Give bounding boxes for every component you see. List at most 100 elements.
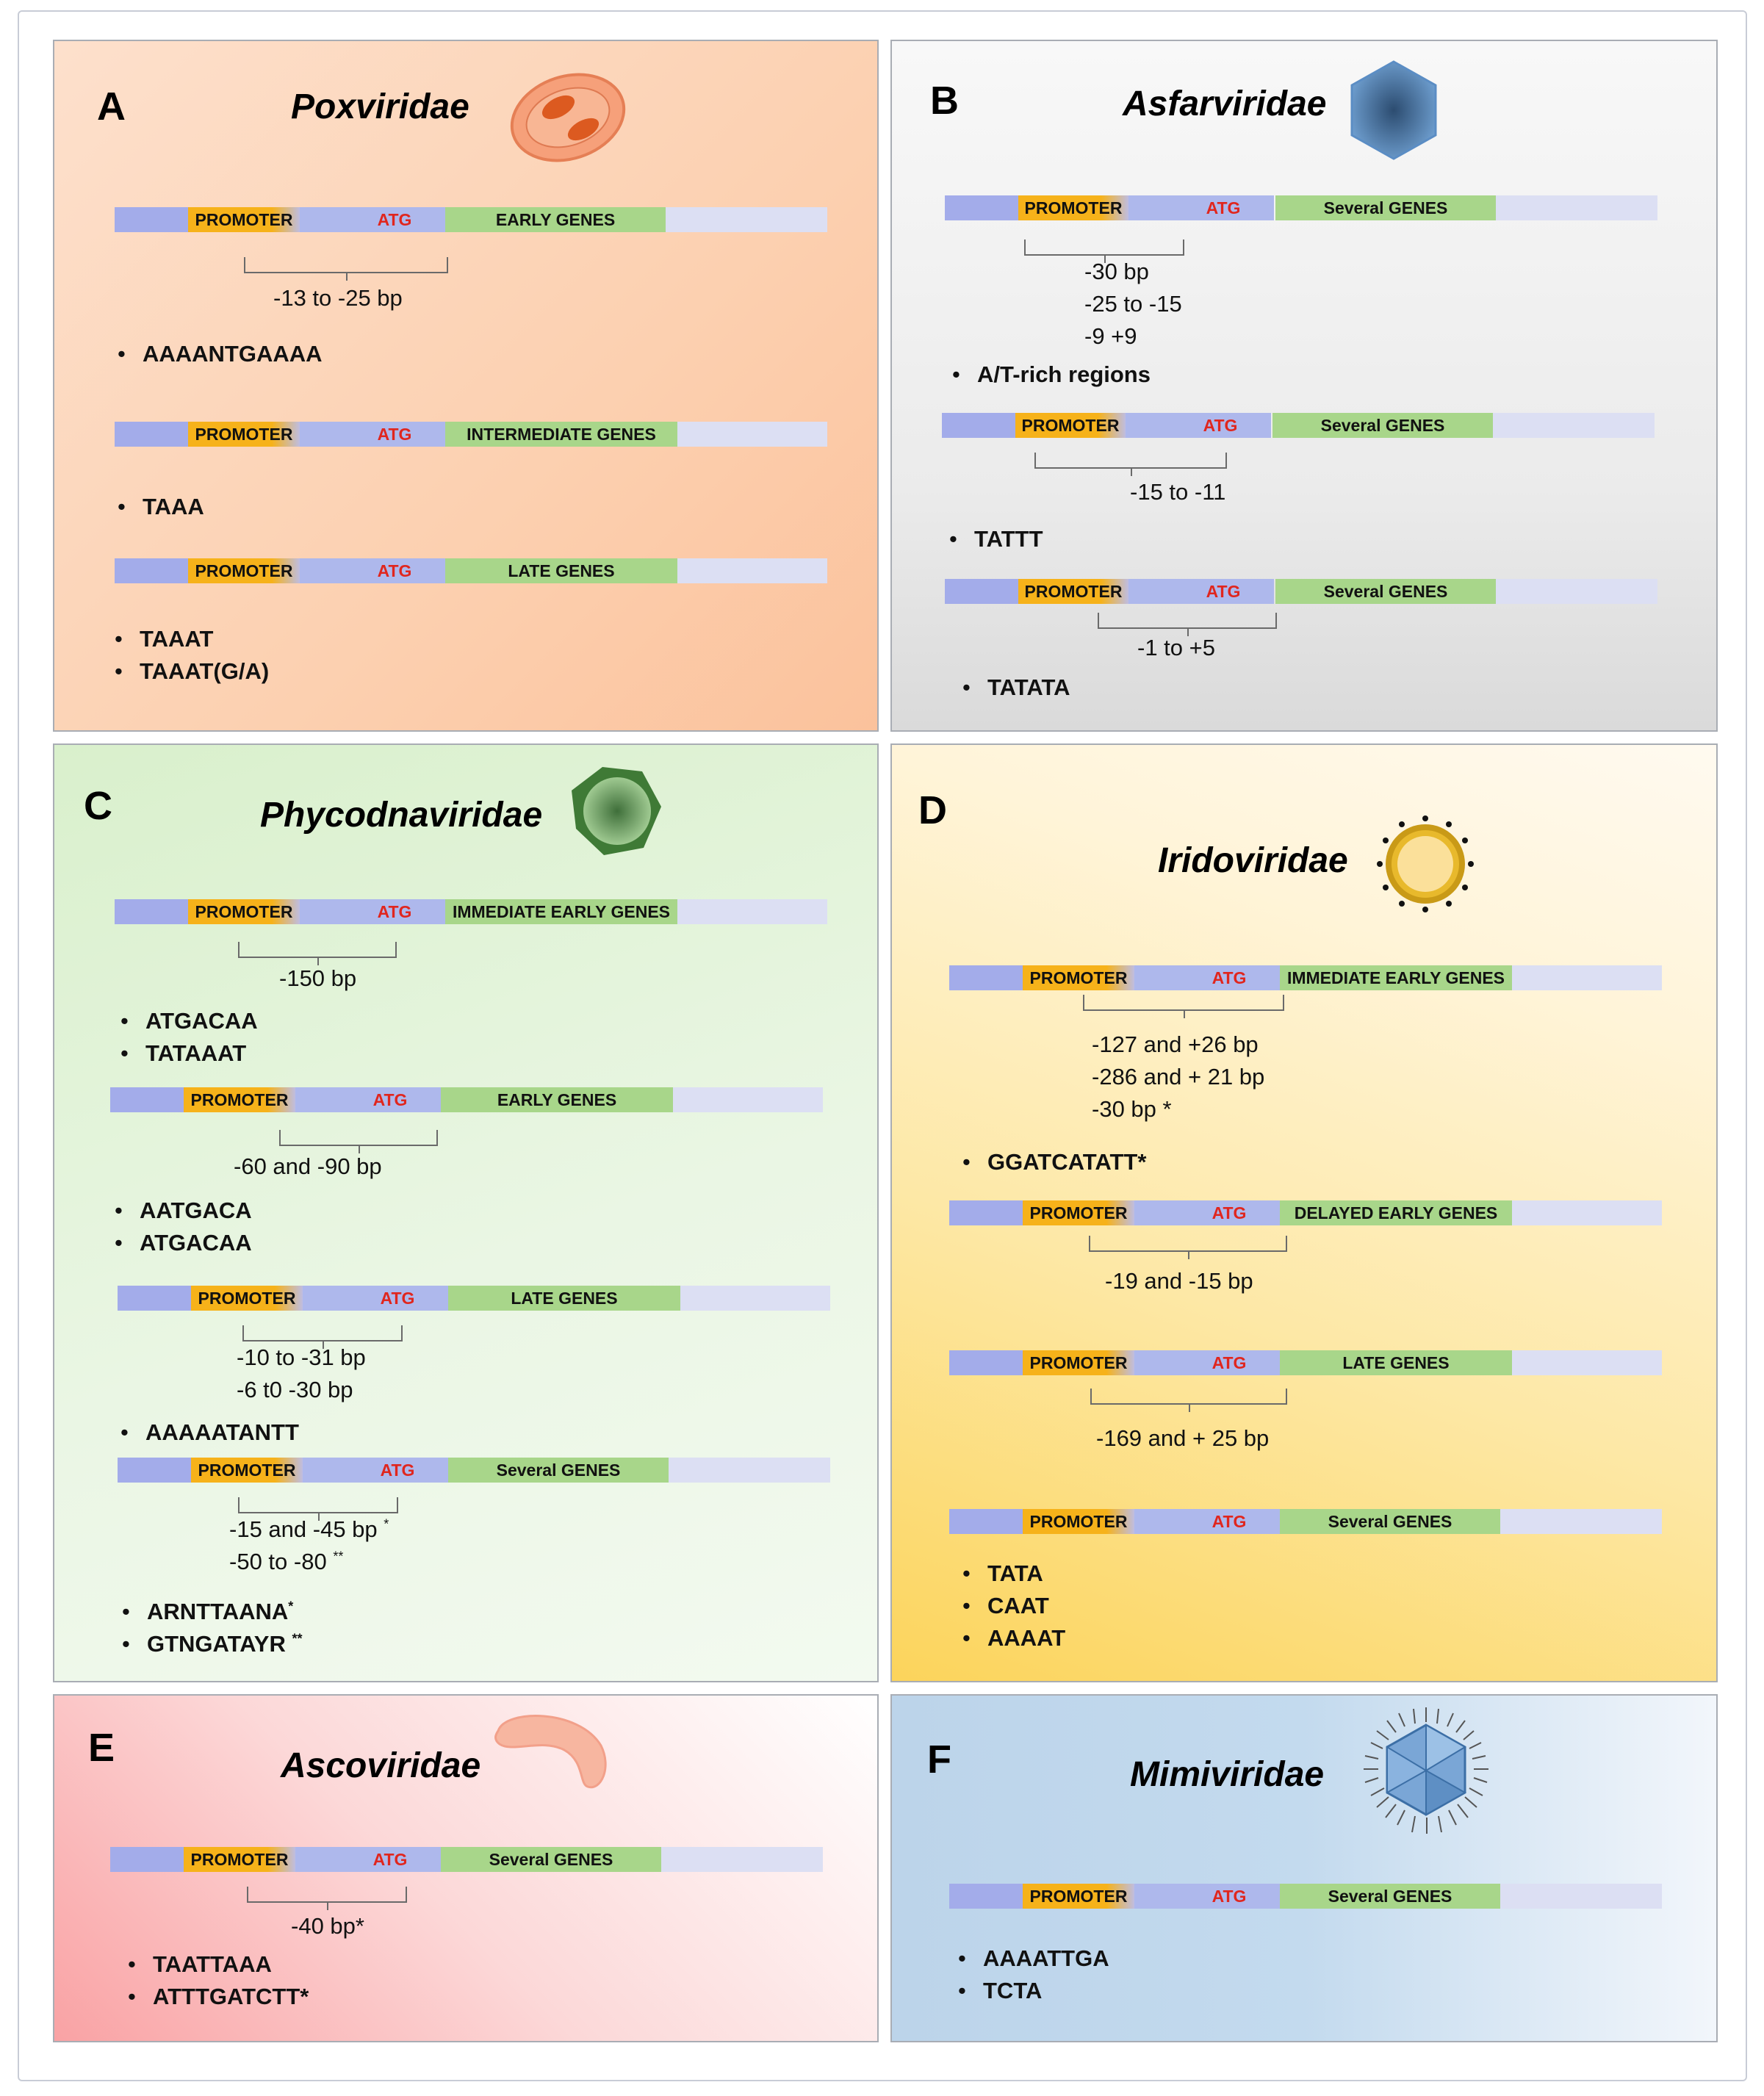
downstream-segment — [677, 422, 827, 447]
region-bracket — [279, 1130, 438, 1153]
promoter-segment: PROMOTER — [191, 1286, 303, 1311]
gene-map-several-2: PROMOTER ATG Several GENES — [942, 413, 1655, 438]
upstream-segment — [118, 1286, 191, 1311]
promoter-segment: PROMOTER — [1018, 579, 1128, 604]
sequence-item: •ATTTGATCTT* — [128, 1984, 309, 2009]
region-note: -40 bp* — [291, 1913, 364, 1939]
panel-phycodnaviridae: C Phycodnaviridae PROMOTER ATG IMMEDIATE… — [53, 743, 879, 1682]
sequence-item: •AATGACA — [115, 1198, 252, 1223]
sequence-item: •TAAAT(G/A) — [115, 658, 270, 684]
gene-segment: Several GENES — [441, 1847, 661, 1872]
upstream-segment — [115, 207, 188, 232]
downstream-segment — [1512, 1350, 1662, 1375]
sequence-item: •ATGACAA — [115, 1230, 252, 1256]
gene-map-several: PROMOTER ATG Several GENES — [949, 1884, 1662, 1909]
panel-asfarviridae: B Asfarviridae PROMOTER ATG Several GENE… — [890, 40, 1718, 732]
panel-letter: A — [97, 84, 126, 129]
atg-segment: ATG — [300, 558, 445, 583]
promoter-segment: PROMOTER — [188, 899, 300, 924]
upstream-segment — [942, 413, 1015, 438]
region-note: -127 and +26 bp — [1092, 1031, 1259, 1057]
gene-segment: Several GENES — [1280, 1509, 1500, 1534]
atg-segment: ATG — [1126, 413, 1271, 438]
region-note: -30 bp — [1084, 259, 1149, 284]
downstream-segment — [1496, 195, 1657, 220]
panel-poxviridae: A Poxviridae PROMOTER ATG EARLY GENES -1… — [53, 40, 879, 732]
gene-segment: Several GENES — [1275, 579, 1496, 604]
upstream-segment — [110, 1847, 184, 1872]
gene-segment: IMMEDIATE EARLY GENES — [445, 899, 677, 924]
atg-segment: ATG — [300, 422, 445, 447]
gene-segment: DELAYED EARLY GENES — [1280, 1200, 1512, 1225]
atg-segment: ATG — [1134, 1884, 1280, 1909]
gene-map-intermediate: PROMOTER ATG INTERMEDIATE GENES — [115, 422, 827, 447]
sequence-item: •TAAA — [118, 494, 204, 519]
poxvirus-icon — [510, 73, 626, 162]
region-bracket — [1090, 1389, 1287, 1412]
region-bracket — [1024, 240, 1184, 263]
downstream-segment — [1500, 1884, 1662, 1909]
region-bracket — [1083, 995, 1284, 1018]
panel-letter: D — [918, 788, 947, 832]
region-bracket — [238, 942, 397, 965]
upstream-segment — [949, 1884, 1023, 1909]
gene-map-several: PROMOTER ATG Several GENES — [118, 1458, 830, 1483]
panel-title: Asfarviridae — [1123, 84, 1327, 123]
gene-segment: LATE GENES — [445, 558, 677, 583]
region-bracket — [1089, 1236, 1287, 1259]
upstream-segment — [949, 1509, 1023, 1534]
promoter-segment: PROMOTER — [191, 1458, 303, 1483]
gene-map-several-3: PROMOTER ATG Several GENES — [945, 579, 1657, 604]
panel-letter: F — [927, 1737, 951, 1782]
gene-segment: LATE GENES — [1280, 1350, 1512, 1375]
atg-segment: ATG — [295, 1847, 441, 1872]
gene-map-immediate-early: PROMOTER ATG IMMEDIATE EARLY GENES — [115, 899, 827, 924]
region-note: -10 to -31 bp — [237, 1344, 366, 1370]
upstream-segment — [115, 899, 188, 924]
atg-segment: ATG — [303, 1458, 448, 1483]
sequence-item: •TATAAAT — [120, 1040, 247, 1066]
gene-map-several: PROMOTER ATG Several GENES — [110, 1847, 823, 1872]
panel-ascoviridae: E Ascoviridae PROMOTER ATG Several GENES… — [53, 1694, 879, 2042]
upstream-segment — [115, 558, 188, 583]
sequence-item: •TATATA — [962, 674, 1070, 700]
region-note: -19 and -15 bp — [1105, 1268, 1253, 1294]
region-bracket — [238, 1497, 398, 1521]
promoter-segment: PROMOTER — [1023, 1350, 1134, 1375]
sequence-item: •TAAAT — [115, 626, 214, 652]
atg-segment: ATG — [295, 1087, 441, 1112]
downstream-segment — [661, 1847, 823, 1872]
sequence-item: •AAAATTGA — [958, 1945, 1109, 1971]
gene-segment: Several GENES — [1275, 195, 1496, 220]
promoter-segment: PROMOTER — [1023, 965, 1134, 990]
iridovirus-icon — [1377, 815, 1474, 912]
sequence-item: •ATGACAA — [120, 1008, 258, 1034]
panel-title: Mimiviridae — [1130, 1755, 1325, 1794]
region-note: -25 to -15 — [1084, 291, 1182, 317]
downstream-segment — [1500, 1509, 1662, 1534]
gene-segment: EARLY GENES — [441, 1087, 673, 1112]
sequence-item: •TATA — [962, 1560, 1043, 1586]
promoter-segment: PROMOTER — [1018, 195, 1128, 220]
downstream-segment — [677, 558, 827, 583]
region-bracket — [1034, 453, 1227, 476]
region-note: -15 and -45 bp * — [229, 1516, 389, 1542]
promoter-segment: PROMOTER — [1023, 1884, 1134, 1909]
region-note: -60 and -90 bp — [234, 1153, 382, 1179]
gene-segment: Several GENES — [1280, 1884, 1500, 1909]
sequence-item: •A/T-rich regions — [952, 361, 1151, 387]
atg-segment: ATG — [1134, 1350, 1280, 1375]
promoter-segment: PROMOTER — [188, 422, 300, 447]
gene-segment: Several GENES — [448, 1458, 669, 1483]
atg-segment: ATG — [1134, 1200, 1280, 1225]
region-note: -150 bp — [279, 965, 357, 991]
region-note: -1 to +5 — [1137, 635, 1215, 660]
downstream-segment — [680, 1286, 830, 1311]
promoter-segment: PROMOTER — [1023, 1200, 1134, 1225]
panel-title: Iridoviridae — [1158, 841, 1348, 880]
atg-segment: ATG — [303, 1286, 448, 1311]
sequence-item: •GGATCATATT* — [962, 1149, 1147, 1175]
atg-segment: ATG — [1134, 1509, 1280, 1534]
sequence-item: •GTNGATAYR ** — [122, 1631, 303, 1657]
panel-letter: B — [930, 79, 959, 123]
